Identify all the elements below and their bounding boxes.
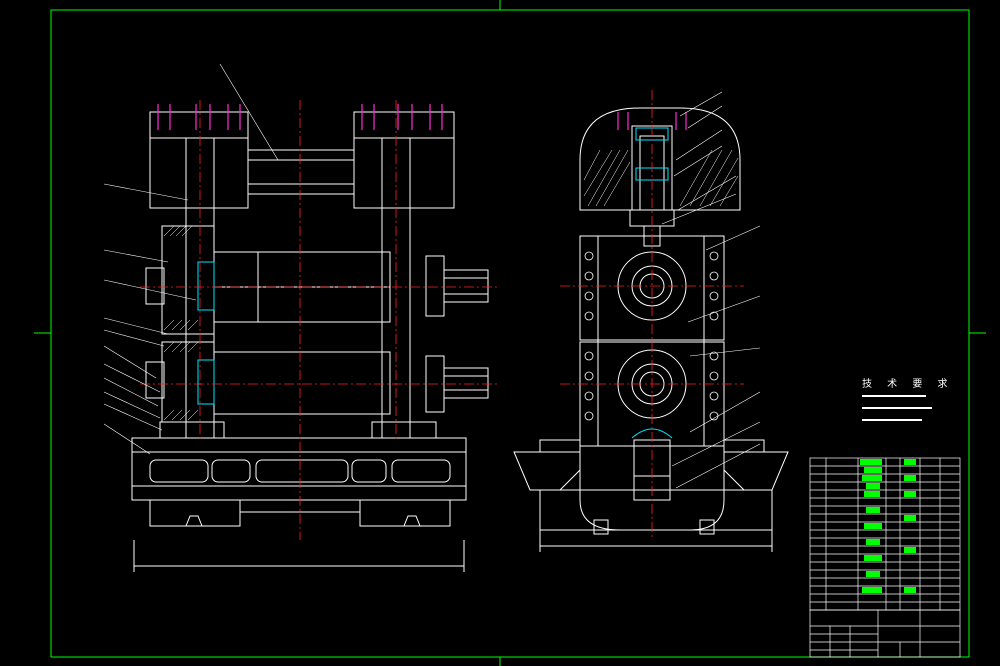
front-view-leaders — [103, 63, 279, 455]
front-view-bolts — [157, 104, 443, 130]
side-view-bolts-top — [617, 112, 687, 130]
technical-requirements-line-2 — [862, 406, 932, 411]
technical-requirements-line-1 — [862, 394, 926, 399]
front-view — [131, 111, 489, 572]
parts-list-highlights — [860, 459, 916, 593]
technical-requirements-title: 技 术 要 求 — [862, 379, 954, 390]
side-view-centerlines — [560, 90, 744, 540]
front-view-centerlines — [140, 100, 500, 540]
front-view-hatching — [163, 225, 199, 421]
side-view — [513, 107, 789, 552]
side-view-leaders — [661, 91, 761, 489]
front-view-bearings — [197, 261, 215, 405]
drawing-frame — [34, 0, 986, 666]
technical-requirements-line-3 — [862, 418, 922, 423]
side-view-bolts — [584, 251, 719, 421]
parts-list-table — [809, 457, 961, 611]
side-view-hatching — [583, 149, 739, 207]
title-block — [809, 609, 961, 658]
